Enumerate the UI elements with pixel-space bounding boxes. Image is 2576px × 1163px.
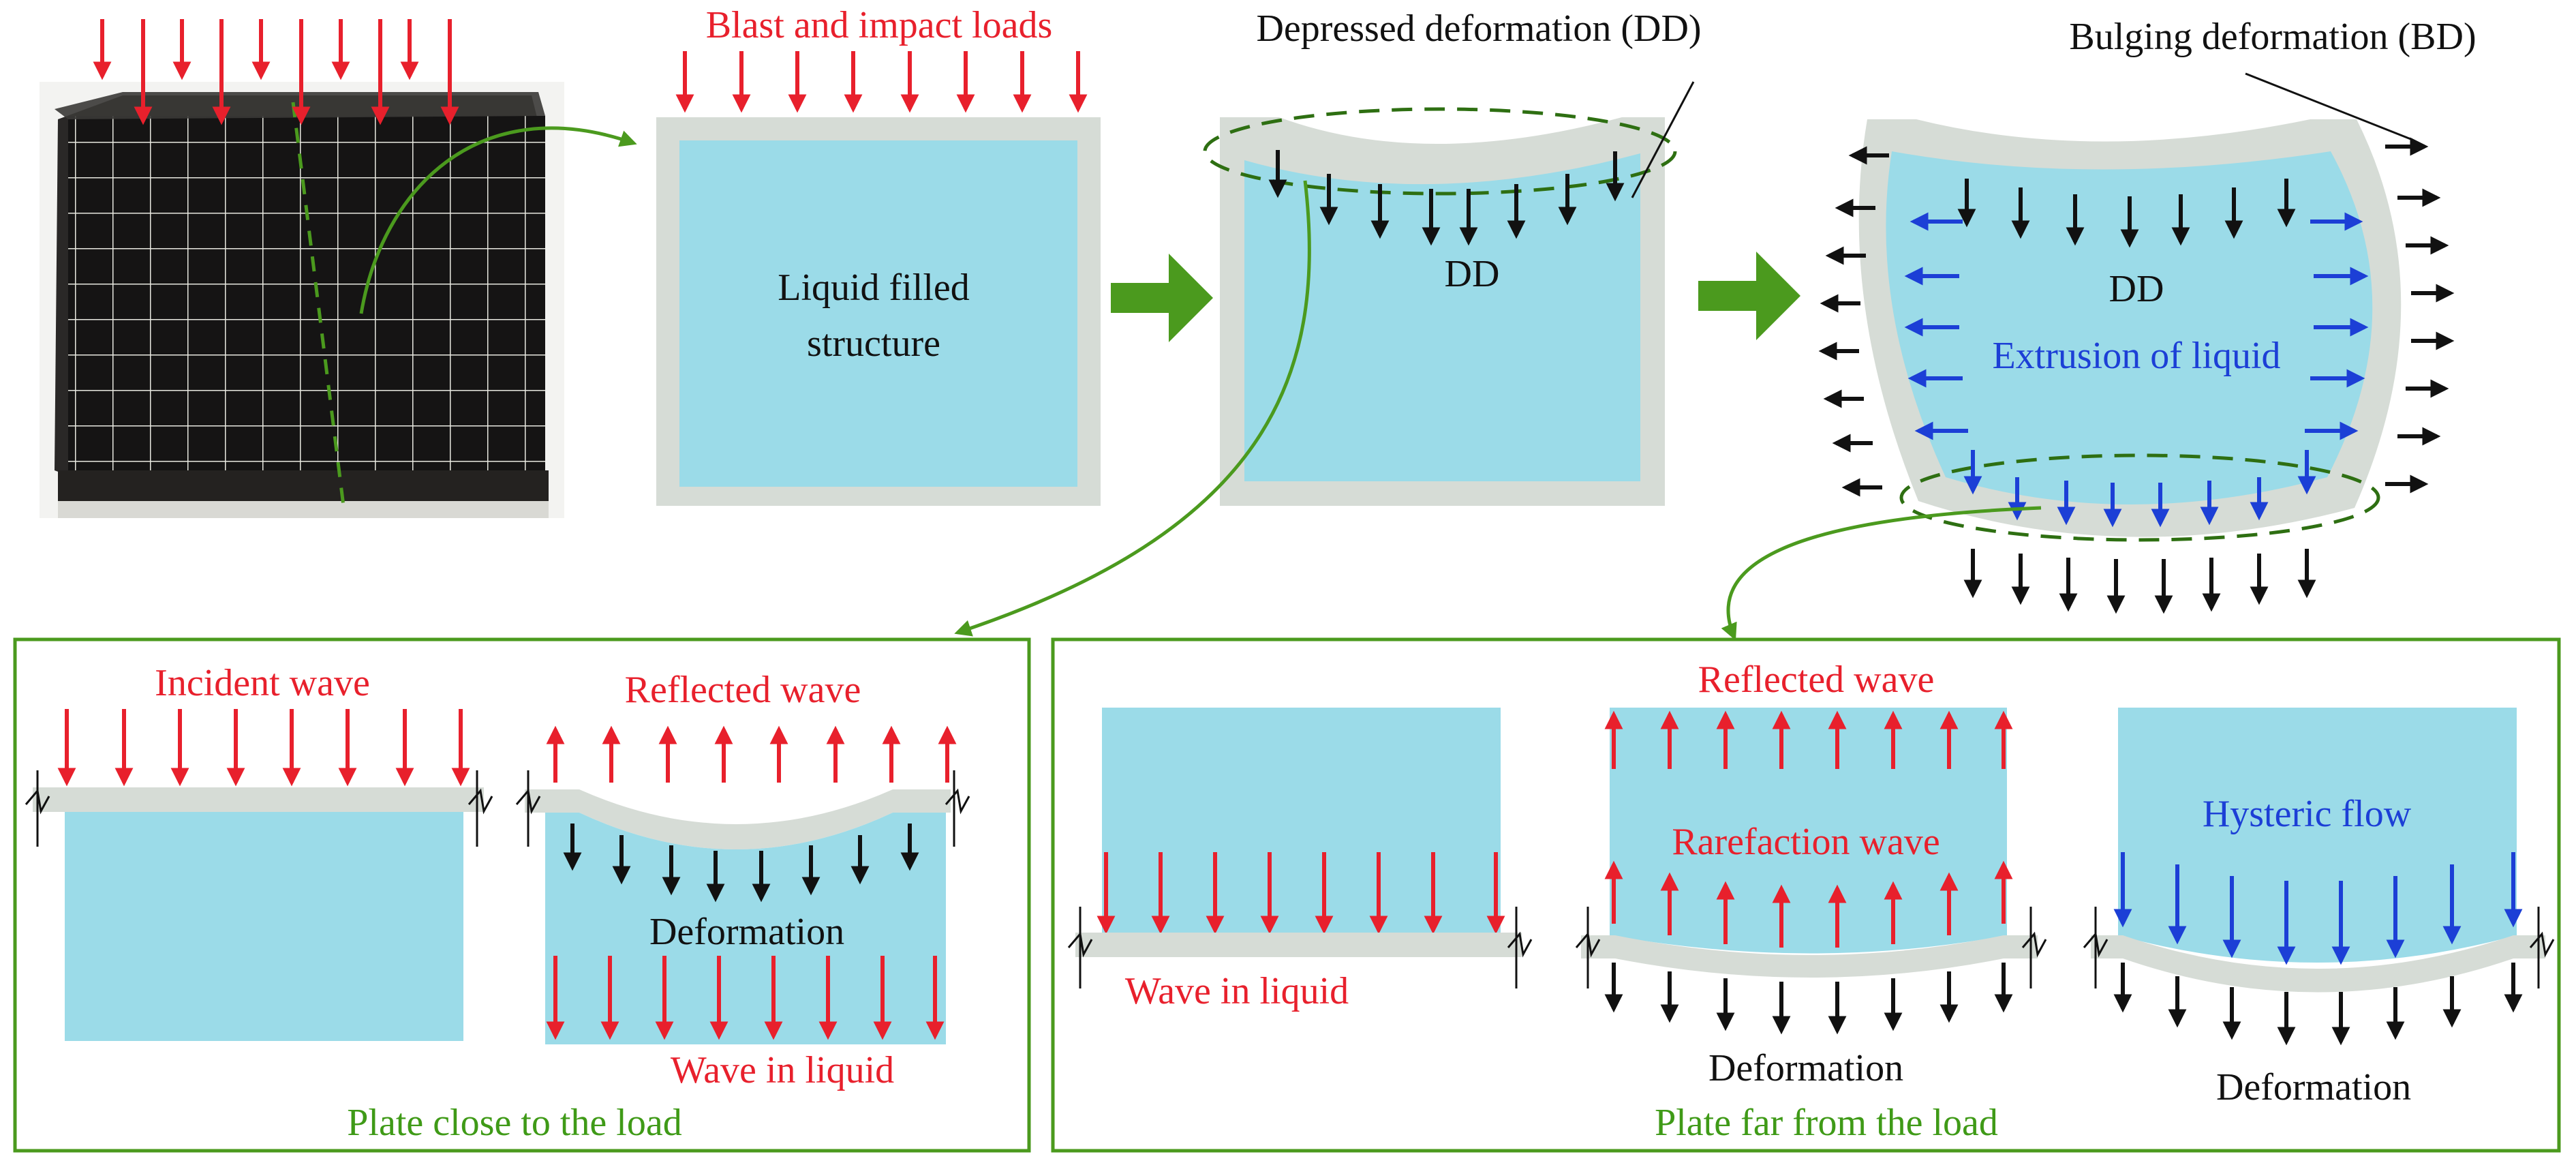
panel-close-frame <box>13 637 1031 1153</box>
process-arrow-1 <box>1111 254 1213 342</box>
far3-liquid-block <box>2118 708 2517 963</box>
far2-deformation-arrows <box>1604 963 2013 1035</box>
structure-load-arrows <box>675 51 1088 113</box>
bd-title-leader <box>2245 72 2413 141</box>
far2-rarefaction-arrows <box>1604 860 2013 948</box>
close-wave-in-liquid-label: Wave in liquid <box>671 1049 894 1091</box>
depressed-deformation-structure: DD <box>1203 107 1677 506</box>
dd-label: DD <box>1445 253 1500 295</box>
dd-deformation-arrows <box>1268 150 1625 246</box>
incident-wave-arrows <box>57 709 470 787</box>
connector-bd-to-far-panel <box>1721 506 2042 641</box>
far2-deformation-label: Deformation <box>1708 1047 1903 1089</box>
far-reflected-label: Reflected wave <box>1698 659 1935 701</box>
dd-highlight-ellipse <box>1203 107 1677 196</box>
far2-liquid-block <box>1610 708 2007 954</box>
bd-dd-label: DD <box>2109 268 2164 310</box>
structure-label-line2: structure <box>807 322 940 365</box>
photo-section-line <box>291 102 346 512</box>
far-panel-caption: Plate far from the load <box>1655 1102 1998 1144</box>
far2-deformed-plate <box>1575 907 2047 988</box>
liquid-filled-structure: Liquid filled structure <box>656 117 1101 506</box>
panel-far-frame <box>1051 637 2561 1153</box>
bd-outer-arrows <box>1818 137 2455 614</box>
close-deformation-label: Deformation <box>649 911 844 953</box>
bd-title: Bulging deformation (BD) <box>2069 16 2476 58</box>
close-panel-caption: Plate close to the load <box>347 1102 681 1144</box>
close-reflected-arrows <box>546 725 957 783</box>
dd-title: Depressed deformation (DD) <box>1256 7 1701 50</box>
specimen-photo <box>40 82 564 518</box>
far1-wave-in-liquid-label: Wave in liquid <box>1125 970 1349 1012</box>
close-deformation-arrows <box>563 824 919 903</box>
close-reflected-label: Reflected wave <box>625 669 861 711</box>
close-flat-plate <box>25 770 493 847</box>
connector-dd-to-close-panel <box>954 180 1311 637</box>
far2-reflected-arrows <box>1604 710 2013 769</box>
bulging-deformation-structure: DD Extrusion of liquid <box>1858 119 2402 542</box>
connector-photo-to-structure <box>359 126 637 314</box>
hysteric-flow-label: Hysteric flow <box>2203 793 2412 835</box>
far3-hysteric-arrows <box>2113 852 2523 965</box>
close-liquid-block <box>65 812 463 1041</box>
close-wave-in-liquid-arrows <box>546 956 945 1040</box>
far-rarefaction-label: Rarefaction wave <box>1672 821 1939 863</box>
close-deformed-plate <box>515 770 970 1044</box>
bd-top-deformation-arrows <box>1957 179 2296 248</box>
dd-title-leader <box>1631 81 1695 198</box>
photo-load-arrows <box>93 19 459 125</box>
process-arrow-2 <box>1698 252 1800 340</box>
far3-deformed-plate <box>2083 907 2555 993</box>
far1-wave-arrows <box>1097 852 1505 935</box>
far3-deformation-label: Deformation <box>2216 1066 2411 1108</box>
far3-deformation-arrows <box>2113 963 2523 1046</box>
bd-highlight-ellipse <box>1899 453 2380 542</box>
load-label: Blast and impact loads <box>706 4 1053 46</box>
structure-label-line1: Liquid filled <box>778 267 970 309</box>
extrusion-label: Extrusion of liquid <box>1992 335 2280 377</box>
incident-wave-label: Incident wave <box>155 662 370 704</box>
far1-flat-plate <box>1067 907 1533 988</box>
